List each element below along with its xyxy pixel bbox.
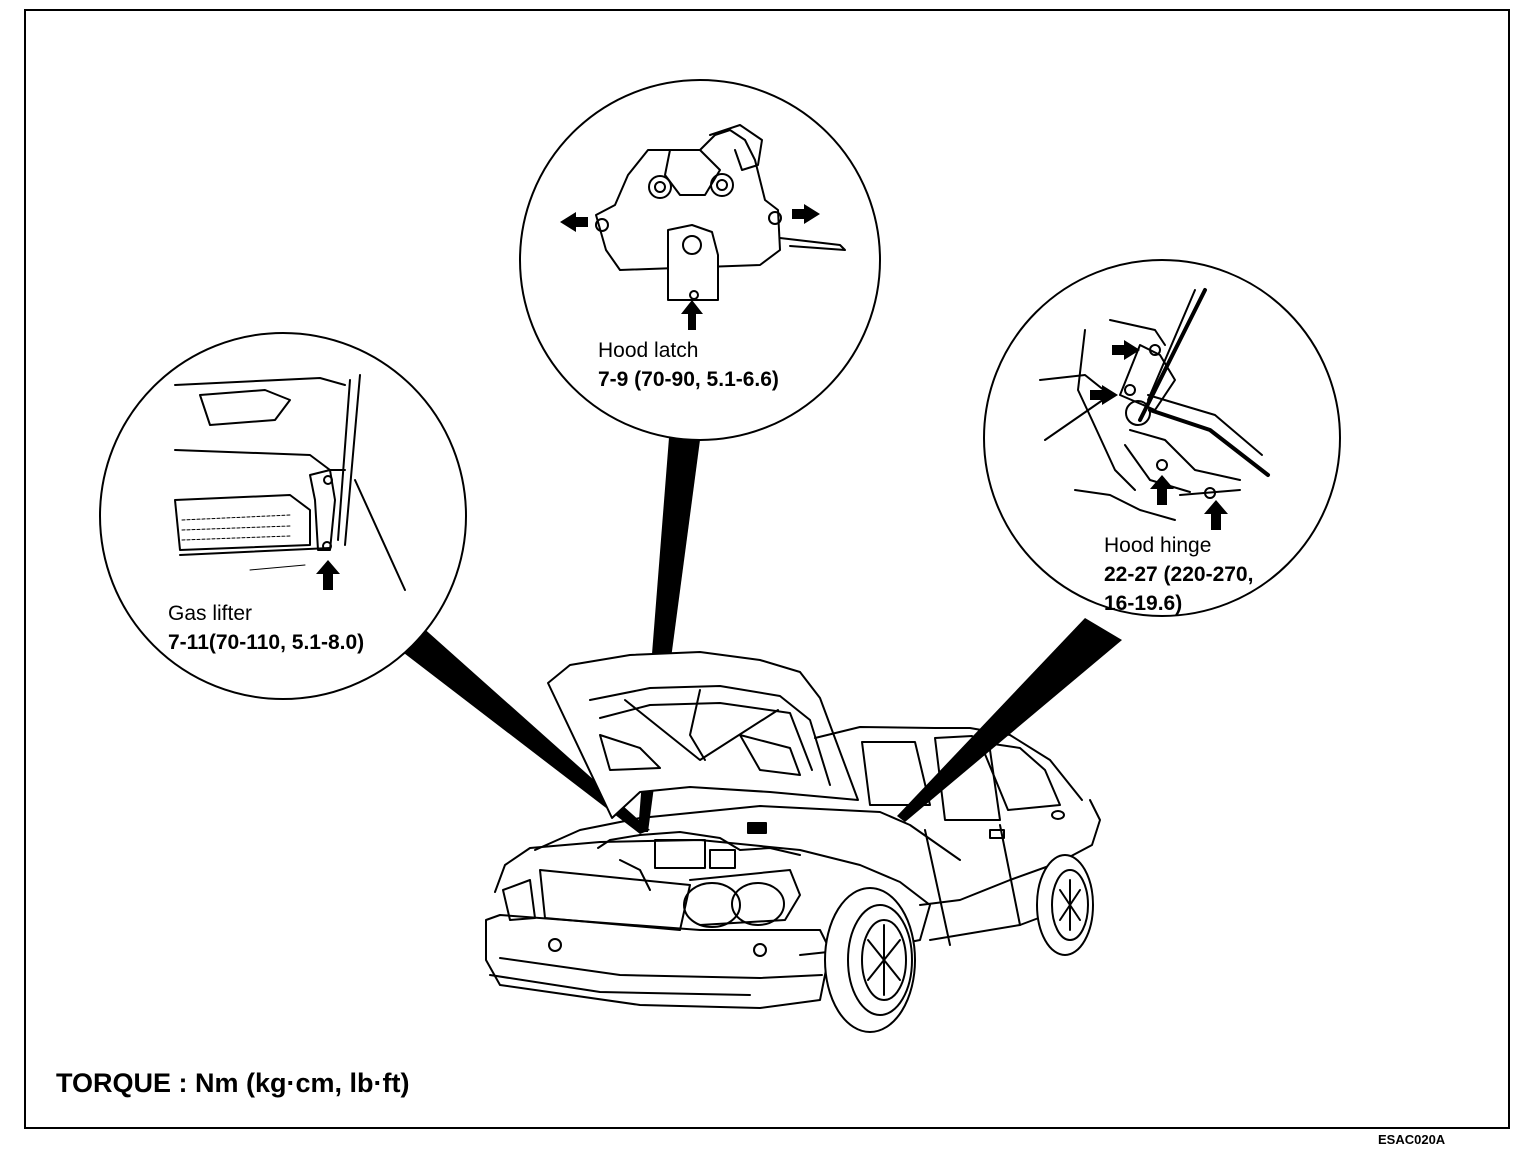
gas-lifter-detail: [99, 332, 467, 700]
hood-hinge-pointer: [897, 618, 1122, 822]
hinge-arrow-3: [1150, 475, 1174, 505]
hood-latch-label: Hood latch: [598, 339, 699, 362]
hinge-arrow-2: [1090, 385, 1118, 405]
hood-latch-torque: 7-9 (70-90, 5.1-6.6): [598, 368, 779, 391]
hood-hinge-torque-line1: 22-27 (220-270,: [1104, 563, 1254, 586]
hood-hinge-detail: [983, 259, 1341, 617]
hood-latch-detail: [519, 79, 881, 441]
gas-lifter-pointer: [400, 625, 650, 834]
hood-hinge-label: Hood hinge: [1104, 534, 1212, 557]
latch-arrow-up: [681, 300, 703, 330]
gas-lifter-torque: 7-11(70-110, 5.1-8.0): [168, 631, 365, 654]
car-illustration: [485, 651, 1101, 1033]
hinge-arrow-4: [1204, 500, 1228, 530]
diagram-frame: [24, 9, 1510, 1129]
latch-arrow-left: [560, 212, 588, 232]
hinge-arrow-1: [1112, 340, 1140, 360]
hood-hinge-torque-line2: 16-19.6): [1104, 592, 1183, 615]
figure-code: ESAC020A: [1378, 1132, 1446, 1147]
gas-lifter-label: Gas lifter: [168, 602, 253, 625]
latch-arrow-right: [792, 204, 820, 224]
torque-units-legend: TORQUE : Nm (kg·cm, lb·ft): [56, 1068, 410, 1098]
gas-lifter-arrow-up: [316, 560, 340, 590]
